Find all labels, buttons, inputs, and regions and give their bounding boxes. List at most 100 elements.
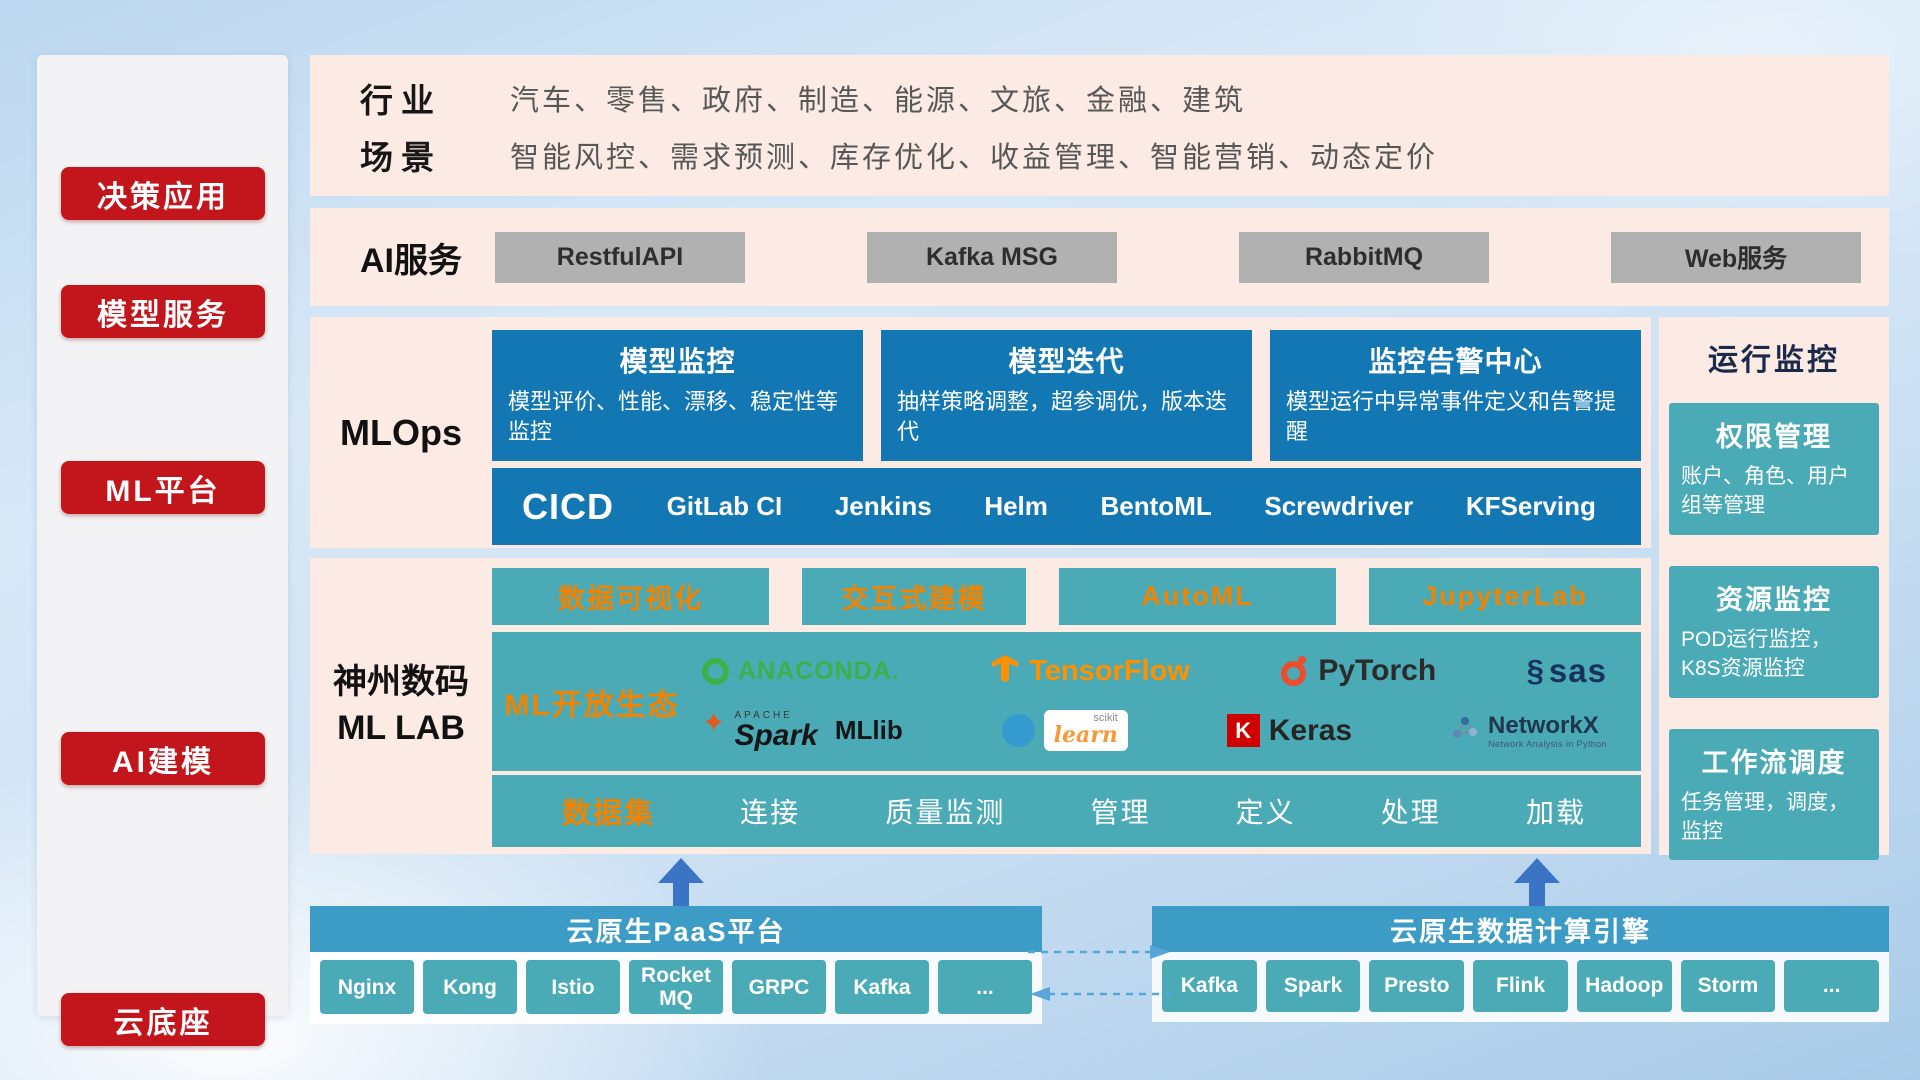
dataset-define: 定义 xyxy=(1235,797,1296,828)
ml-ecosystem-label: ML开放生态 xyxy=(504,688,680,722)
up-arrow-engine xyxy=(1514,858,1560,906)
workflow-scheduling-card: 工作流调度 任务管理，调度，监控 xyxy=(1669,728,1879,861)
sas-logo: § sas xyxy=(1527,652,1607,690)
scikit-learn-wordmark: scikit learn xyxy=(1043,710,1128,751)
cicd-kfserving: KFServing xyxy=(1465,491,1596,521)
spark-mllib-logo: ✦ APACHE Spark MLlib xyxy=(702,706,903,752)
keras-icon: K xyxy=(1226,714,1260,747)
paas-platform-title: 云原生PaaS平台 xyxy=(310,906,1042,952)
scene-row: 场景 智能风控、需求预测、库存优化、收益管理、智能营销、动态定价 xyxy=(360,131,1859,179)
sidebar-item-model-service: 模型服务 xyxy=(61,285,265,338)
networkx-wordmark: NetworkX xyxy=(1488,711,1599,739)
card-desc: 模型运行中异常事件定义和告警提醒 xyxy=(1286,389,1617,444)
ml-lab-label-line2: ML LAB xyxy=(337,709,465,747)
arrow-head xyxy=(1514,858,1560,883)
cicd-bentoml: BentoML xyxy=(1100,491,1212,521)
left-sidebar: 决策应用 模型服务 ML平台 AI建模 云底座 xyxy=(37,55,288,1046)
mlops-cards: 模型监控 模型评价、性能、漂移、稳定性等监控 模型迭代 抽样策略调整，超参调优，… xyxy=(492,330,1641,461)
keras-logo: K Keras xyxy=(1226,713,1353,748)
ml-lab-panel: 神州数码 ML LAB 数据可视化 交互式建模 AutoML JupyterLa… xyxy=(310,558,1651,854)
paas-grpc: GRPC xyxy=(732,960,826,1015)
keras-wordmark: Keras xyxy=(1268,713,1353,747)
tensorflow-logo: TensorFlow xyxy=(990,654,1190,689)
sas-wordmark: sas xyxy=(1548,652,1607,689)
up-arrow-paas xyxy=(658,858,704,906)
tool-interactive-modeling: 交互式建模 xyxy=(802,568,1026,625)
ai-service-kafka-msg: Kafka MSG xyxy=(867,231,1117,283)
arrow-head xyxy=(658,858,704,883)
ai-service-label: AI服务 xyxy=(360,241,462,280)
card-desc: 任务管理，调度，监控 xyxy=(1681,790,1849,843)
apache-label: APACHE xyxy=(734,709,793,721)
logo-row-1: ANACONDA. TensorFlow PyTorch § sas xyxy=(692,652,1617,690)
sidebar-item-decision-application: 决策应用 xyxy=(61,167,265,220)
scikit-learn-logo: scikit learn xyxy=(1001,710,1128,751)
tensorflow-wordmark: TensorFlow xyxy=(1029,654,1190,687)
dataset-label: 数据集 xyxy=(562,798,656,830)
mlops-panel: MLOps 模型监控 模型评价、性能、漂移、稳定性等监控 模型迭代 抽样策略调整… xyxy=(310,317,1651,548)
paas-istio: Istio xyxy=(526,960,620,1015)
paas-platform-group: 云原生PaaS平台 Nginx Kong Istio RocketMQ GRPC… xyxy=(310,906,1042,1025)
ml-lab-label: 神州数码 ML LAB xyxy=(310,558,492,854)
card-title: 资源监控 xyxy=(1716,584,1832,615)
card-desc: POD运行监控，K8S资源监控 xyxy=(1681,627,1832,681)
learn-label: learn xyxy=(1053,722,1118,748)
networkx-wordmark-stack: NetworkX Network Analysis in Python xyxy=(1488,712,1607,750)
sidebar-item-ai-modeling: AI建模 xyxy=(61,732,265,785)
data-engine-items: Kafka Spark Presto Flink Hadoop Storm ..… xyxy=(1152,952,1889,1022)
tool-automl: AutoML xyxy=(1059,568,1336,625)
pytorch-icon xyxy=(1280,656,1309,686)
paas-platform-items: Nginx Kong Istio RocketMQ GRPC Kafka ... xyxy=(310,952,1042,1025)
card-desc: 模型评价、性能、漂移、稳定性等监控 xyxy=(508,389,839,444)
spark-star-icon: ✦ xyxy=(702,706,726,738)
dataset-manage: 管理 xyxy=(1090,797,1151,828)
cicd-jenkins: Jenkins xyxy=(834,491,932,521)
card-title: 模型迭代 xyxy=(1008,346,1125,377)
spark-wordmark-stack: APACHE Spark xyxy=(734,709,818,752)
mlops-label: MLOps xyxy=(340,411,462,453)
paas-rocketmq: RocketMQ xyxy=(629,960,723,1015)
engine-hadoop: Hadoop xyxy=(1576,960,1672,1012)
logo-row-2: ✦ APACHE Spark MLlib scikit learn xyxy=(692,706,1617,752)
industry-scene-panel: 行业 汽车、零售、政府、制造、能源、文旅、金融、建筑 场景 智能风控、需求预测、… xyxy=(310,55,1889,196)
dataset-load: 加载 xyxy=(1525,797,1586,828)
ai-service-restfulapi: RestfulAPI xyxy=(495,231,745,283)
data-engine-group: 云原生数据计算引擎 Kafka Spark Presto Flink Hadoo… xyxy=(1152,906,1889,1022)
ecosystem-logos: ANACONDA. TensorFlow PyTorch § sas xyxy=(692,632,1641,771)
engine-kafka: Kafka xyxy=(1162,960,1257,1012)
sas-icon: § xyxy=(1526,653,1544,688)
run-monitoring-panel: 运行监控 权限管理 账户、角色、用户组等管理 资源监控 POD运行监控，K8S资… xyxy=(1659,317,1889,861)
engine-flink: Flink xyxy=(1473,960,1568,1012)
industry-label: 行业 xyxy=(360,82,442,119)
dataset-process: 处理 xyxy=(1380,797,1441,828)
industry-values: 汽车、零售、政府、制造、能源、文旅、金融、建筑 xyxy=(510,85,1247,117)
scene-values: 智能风控、需求预测、库存优化、收益管理、智能营销、动态定价 xyxy=(510,142,1439,174)
anaconda-icon xyxy=(702,657,729,685)
resource-monitoring-card: 资源监控 POD运行监控，K8S资源监控 xyxy=(1669,565,1879,698)
ai-service-web: Web服务 xyxy=(1611,231,1861,283)
networkx-icon xyxy=(1451,714,1479,747)
mllib-wordmark: MLlib xyxy=(834,715,903,745)
ml-lab-label-line1: 神州数码 xyxy=(333,663,469,702)
data-engine-title: 云原生数据计算引擎 xyxy=(1152,906,1889,952)
engine-storm: Storm xyxy=(1680,960,1776,1012)
tool-jupyterlab: JupyterLab xyxy=(1369,568,1641,625)
card-title: 监控告警中心 xyxy=(1368,346,1543,377)
networkx-subtitle: Network Analysis in Python xyxy=(1488,739,1607,750)
card-title: 权限管理 xyxy=(1716,422,1832,452)
anaconda-logo: ANACONDA. xyxy=(702,657,900,686)
paas-kong: Kong xyxy=(423,960,517,1015)
run-monitoring-title: 运行监控 xyxy=(1708,344,1840,377)
ai-service-panel: AI服务 RestfulAPI Kafka MSG RabbitMQ Web服务 xyxy=(310,208,1889,306)
scikit-label: scikit xyxy=(1093,712,1118,724)
spark-wordmark: Spark xyxy=(734,718,818,752)
ai-service-buttons: RestfulAPI Kafka MSG RabbitMQ Web服务 xyxy=(495,208,1861,306)
engine-spark: Spark xyxy=(1265,960,1361,1012)
paas-kafka: Kafka xyxy=(835,960,929,1015)
dataset-connect: 连接 xyxy=(740,797,801,828)
tool-data-visualization: 数据可视化 xyxy=(492,568,769,625)
ml-ecosystem-box: ML开放生态 ANACONDA. TensorFlow PyTorch xyxy=(492,632,1641,771)
paas-nginx: Nginx xyxy=(320,960,414,1015)
card-desc: 抽样策略调整，超参调优，版本迭代 xyxy=(897,389,1228,444)
cicd-screwdriver: Screwdriver xyxy=(1264,491,1414,521)
